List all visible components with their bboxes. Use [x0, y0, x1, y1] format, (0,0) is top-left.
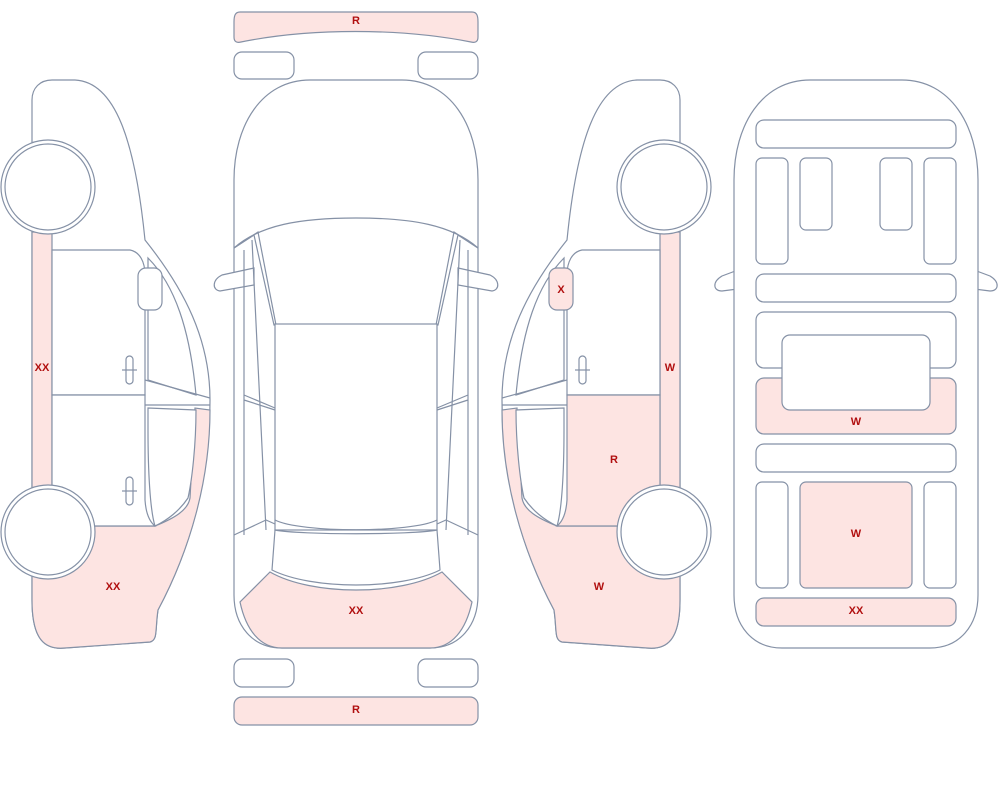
roof-rear-edge — [274, 519, 438, 531]
label-rear-bumper: R — [352, 704, 360, 716]
bottom-front-left-inner[interactable] — [799, 157, 833, 231]
front-right-corner-light[interactable] — [417, 51, 479, 80]
left-rocker-panel[interactable] — [31, 231, 53, 489]
label-bottom-rear: W — [851, 528, 862, 540]
label-right-rocker: W — [665, 362, 676, 374]
rear-left-corner-light[interactable] — [233, 658, 295, 688]
right-side-view: W R X W — [501, 79, 712, 649]
bottom-view: W W XX — [714, 79, 998, 649]
right-rocker-panel[interactable] — [659, 231, 681, 489]
roof[interactable] — [274, 323, 438, 531]
bottom-front-right-rail[interactable] — [923, 157, 957, 265]
windshield[interactable] — [233, 217, 479, 326]
top-view: R XX R — [213, 11, 499, 726]
label-right-rear-quarter: W — [594, 581, 605, 593]
rear-bumper[interactable] — [233, 696, 479, 726]
rear-window[interactable] — [271, 529, 441, 586]
left-side-rail — [243, 239, 276, 535]
right-side-rail — [436, 239, 469, 535]
rear-deck-panel[interactable] — [239, 571, 473, 649]
left-front-door[interactable] — [51, 249, 146, 396]
right-rear-quarter-panel[interactable] — [501, 407, 681, 649]
label-right-mirror: X — [557, 284, 565, 296]
label-bottom-mid: W — [851, 416, 862, 428]
bottom-front-right-inner[interactable] — [879, 157, 913, 231]
left-rear-window[interactable] — [147, 407, 197, 527]
right-rear-window[interactable] — [515, 407, 565, 527]
left-rear-quarter-panel[interactable] — [31, 407, 211, 649]
bottom-front-left-rail[interactable] — [755, 157, 789, 265]
bottom-front-crossmember[interactable] — [755, 119, 957, 149]
right-pillar-line — [501, 379, 568, 406]
bottom-rear-strip[interactable] — [755, 597, 957, 627]
label-front-bumper: R — [352, 15, 360, 27]
label-left-rocker: XX — [35, 362, 50, 374]
front-bumper[interactable] — [233, 11, 479, 43]
label-bottom-rear-strip: XX — [849, 605, 864, 617]
left-side-view: XX XX — [0, 79, 211, 649]
label-hood: XX — [349, 605, 364, 617]
right-mirror[interactable] — [548, 267, 574, 311]
bottom-rear-crossmember[interactable] — [755, 443, 957, 473]
left-mirror[interactable] — [137, 267, 163, 311]
bottom-rear-right-rail[interactable] — [923, 481, 957, 589]
front-left-corner-light[interactable] — [233, 51, 295, 80]
bottom-left-mirror[interactable] — [714, 269, 739, 292]
rear-right-corner-light[interactable] — [417, 658, 479, 688]
bottom-rear-left-rail[interactable] — [755, 481, 789, 589]
bottom-firewall-panel[interactable] — [755, 273, 957, 303]
bottom-right-mirror[interactable] — [973, 269, 998, 292]
right-front-door[interactable] — [566, 249, 661, 396]
left-pillar-line — [144, 379, 211, 406]
bottom-rear-floor[interactable] — [799, 481, 913, 589]
bottom-tunnel-panel[interactable] — [781, 334, 931, 411]
label-left-rear-quarter: XX — [106, 581, 121, 593]
label-right-rear-door: R — [610, 454, 618, 466]
